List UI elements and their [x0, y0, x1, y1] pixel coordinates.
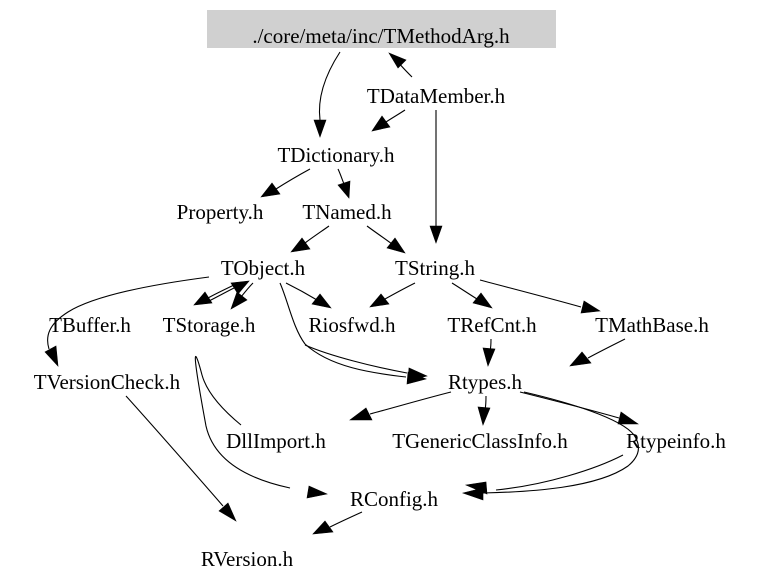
edge-tnamed-to-tobject	[290, 225, 330, 253]
edge-tdictionary-to-property	[260, 168, 311, 198]
node-tdatamember[interactable]: TDataMember.h	[367, 84, 506, 108]
edge-tobject-to-tversioncheck	[44, 276, 210, 367]
root-node-box	[207, 10, 556, 48]
node-trefcnt[interactable]: TRefCnt.h	[447, 313, 537, 337]
edge-tdatamember-to-tmethodarg	[388, 52, 413, 78]
node-property[interactable]: Property.h	[177, 200, 264, 224]
edge-rtypes-to-tgenericclassinfo	[477, 395, 491, 426]
edge-tobject-to-tstorage	[230, 282, 254, 310]
edge-tnamed-to-tstring	[366, 225, 406, 254]
node-label-layer: ./core/meta/inc/TMethodArg.h TDataMember…	[34, 24, 727, 571]
edge-tobject-to-tbuffer	[193, 282, 239, 306]
node-rversion[interactable]: RVersion.h	[201, 547, 294, 571]
edge-tbuffer-to-tobject	[208, 280, 250, 302]
edge-tdatamember-to-tstring	[429, 110, 443, 244]
edge-rconfig-to-rversion	[312, 511, 363, 535]
node-rtypes[interactable]: Rtypes.h	[448, 370, 523, 394]
edge-tstring-to-riosfwd	[369, 282, 416, 308]
node-tgenericclassinfo[interactable]: TGenericClassInfo.h	[392, 429, 568, 453]
edge-dllimport-to-rconfig	[194, 355, 328, 499]
edge-tdictionary-to-tnamed	[337, 168, 351, 199]
edge-tmathbase-to-rtypes	[569, 338, 626, 367]
node-rconfig[interactable]: RConfig.h	[350, 487, 439, 511]
edge-tstring-to-trefcnt	[451, 282, 493, 309]
node-tobject[interactable]: TObject.h	[221, 256, 306, 280]
edge-tdatamember-to-tdictionary	[371, 109, 406, 132]
node-dllimport[interactable]: DllImport.h	[226, 429, 326, 453]
edge-tobject-to-riosfwd	[285, 282, 332, 309]
edge-tversioncheck-to-rversion	[125, 395, 237, 522]
edge-rtypes-to-rconfig	[461, 391, 640, 501]
node-tnamed[interactable]: TNamed.h	[302, 200, 392, 224]
edge-tmethodarg-to-tdictionary	[313, 51, 341, 138]
node-tmathbase[interactable]: TMathBase.h	[595, 313, 709, 337]
edge-rtypes-to-dllimport	[349, 391, 452, 421]
node-tstring[interactable]: TString.h	[395, 256, 475, 280]
edge-layer	[44, 51, 640, 535]
edge-rtypes-to-rtypeinfo	[519, 391, 639, 425]
node-tbuffer[interactable]: TBuffer.h	[49, 313, 131, 337]
node-tversioncheck[interactable]: TVersionCheck.h	[34, 370, 181, 394]
edge-tstring-to-tmathbase	[479, 279, 601, 314]
edge-riosfwd-to-rtypes	[304, 344, 428, 382]
node-riosfwd[interactable]: Riosfwd.h	[309, 313, 396, 337]
edge-rtypeinfo-to-rconfig	[464, 454, 624, 495]
node-tstorage[interactable]: TStorage.h	[163, 313, 256, 337]
node-tdictionary[interactable]: TDictionary.h	[277, 143, 395, 167]
node-rtypeinfo[interactable]: Rtypeinfo.h	[626, 429, 726, 453]
node-tmethodarg[interactable]: ./core/meta/inc/TMethodArg.h	[252, 24, 510, 48]
edge-trefcnt-to-rtypes	[482, 338, 496, 367]
